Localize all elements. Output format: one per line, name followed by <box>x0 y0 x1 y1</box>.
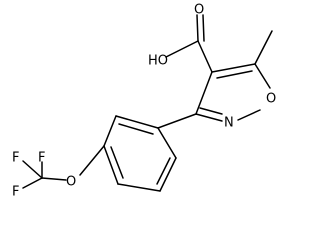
label-ether-oxygen: O <box>66 175 76 190</box>
bond-carbonyl-2 <box>202 14 205 42</box>
bond-ph-a1-inner <box>118 123 154 135</box>
label-ring-oxygen: O <box>266 92 276 107</box>
bond-ph-a5 <box>159 157 177 192</box>
bond-ph-a3-inner <box>110 146 124 179</box>
label-ring-nitrogen: N <box>224 116 234 131</box>
bond-ph-a5-inner <box>156 157 171 185</box>
bond-n2-c3 <box>195 113 223 122</box>
bond-o1-n2 <box>237 109 261 121</box>
bond-c4-carboxyl <box>197 40 213 73</box>
bond-ether-cf3 <box>41 177 67 181</box>
bond-ph-a2 <box>103 115 117 147</box>
atom-labels: HO O O N O F F F <box>12 3 276 200</box>
bond-c3-phenyl <box>157 113 197 129</box>
label-fluorine-2: F <box>38 151 45 166</box>
bond-c5-o1 <box>254 63 271 89</box>
bond-carbonyl-1 <box>196 14 199 42</box>
molecule-structure: HO O O N O F F F <box>12 3 276 200</box>
bond-c4-c5 <box>211 63 256 73</box>
bond-c4-c5-inner <box>216 70 253 79</box>
label-carboxyl-hydroxyl: HO <box>148 54 168 69</box>
bond-c-hydroxyl <box>165 40 199 58</box>
bond-ph-a6 <box>157 127 177 159</box>
label-carboxyl-oxygen: O <box>194 3 204 18</box>
bond-c5-methyl <box>254 30 273 65</box>
bond-ph-ether <box>79 145 105 176</box>
bonds <box>22 14 273 192</box>
bond-ph-a4 <box>117 183 161 192</box>
bond-n2-c3-inner <box>199 107 223 115</box>
bond-ph-a1 <box>115 115 159 129</box>
label-fluorine-3: F <box>12 185 19 200</box>
bond-c-f3 <box>22 177 43 189</box>
bond-ph-a3 <box>103 145 119 185</box>
bond-c-f1 <box>22 160 43 179</box>
bond-c3-c4 <box>195 71 213 115</box>
label-fluorine-1: F <box>12 151 19 166</box>
